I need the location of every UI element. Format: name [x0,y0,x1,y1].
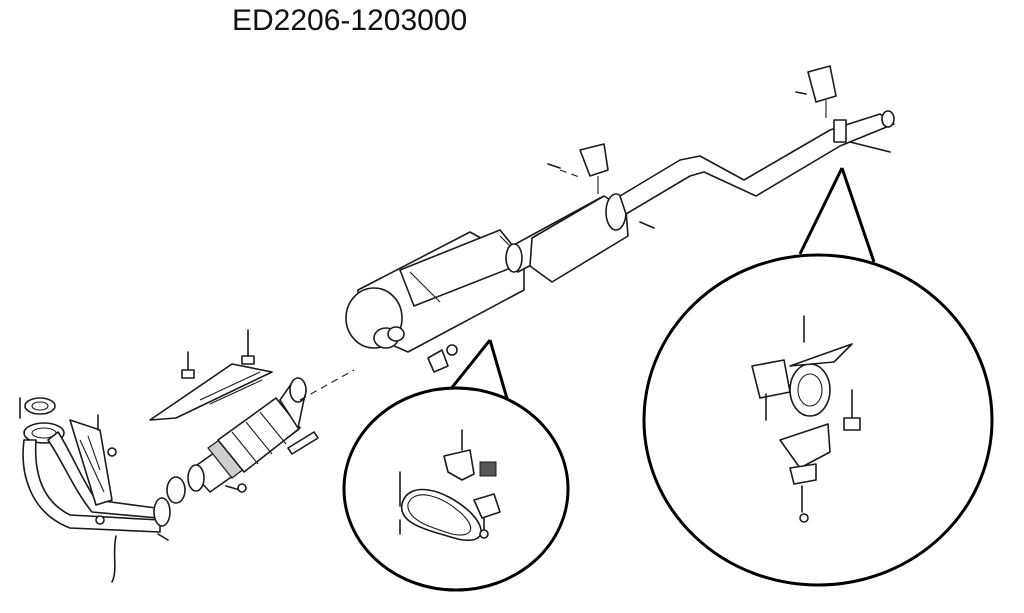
detail-view-clamp [342,339,570,592]
catalytic-converter [149,329,355,493]
heat-shield [149,363,273,421]
gasket [24,397,56,415]
gasket [166,476,186,504]
main-muffler [345,193,655,373]
detail-view-hanger [642,167,994,587]
rubber-hanger [579,143,609,177]
diagram-title: ED2206-1203000 [232,4,468,37]
rubber-hanger [807,65,837,103]
tail-pipe [547,65,895,215]
front-exhaust-pipe [19,397,186,583]
clamp [427,349,449,373]
